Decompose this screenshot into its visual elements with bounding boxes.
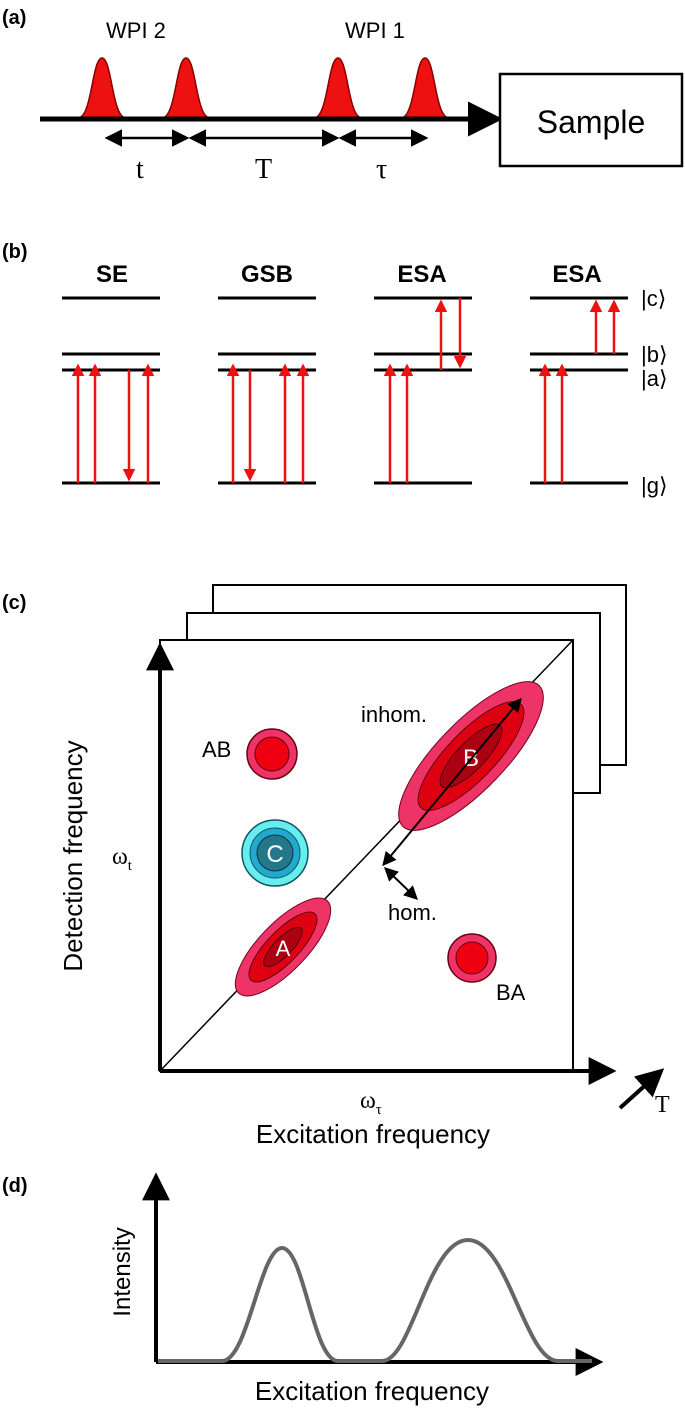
intensity-label: Intensity	[109, 1227, 136, 1316]
interval-T-label: T	[255, 154, 272, 185]
level-c-label: |c⟩	[641, 286, 666, 311]
gsb-arrows	[226, 363, 310, 483]
panel-a: (a) WPI 2 WPI 1 t T τ Sample	[2, 7, 684, 185]
hom-arrow	[383, 867, 419, 900]
t-axis-label: T	[655, 1092, 670, 1118]
wpi2-label: WPI 2	[106, 18, 166, 43]
diagram-title-se: SE	[96, 261, 128, 288]
peak-a	[234, 897, 332, 997]
pulse-2	[161, 57, 211, 119]
stack-frame-back-side	[600, 585, 626, 765]
hom-label: hom.	[388, 900, 437, 925]
peak-c-label: C	[266, 841, 283, 868]
se-arrows	[71, 363, 155, 483]
omega-tau-label: ωτ	[360, 1088, 382, 1118]
interval-tau-label: τ	[376, 154, 387, 185]
panel-c: (c) A B C	[2, 584, 670, 1149]
inhom-label: inhom.	[361, 702, 427, 727]
interval-t-label: t	[136, 154, 144, 185]
detection-frequency-label: Detection frequency	[58, 740, 88, 971]
panel-d: (d) Intensity Excitation frequency	[2, 1172, 604, 1406]
pulse-1	[77, 57, 127, 119]
excitation-frequency-label-d: Excitation frequency	[255, 1376, 489, 1406]
inhom-arrow	[382, 697, 522, 867]
cross-peak-ab	[246, 728, 298, 780]
panel-b: (b) SE GSB ESA ESA	[2, 241, 668, 498]
level-a-label: |a⟩	[641, 366, 668, 391]
t-axis-arrow	[618, 1068, 665, 1110]
sample-box	[498, 72, 684, 168]
cross-peak-ba-label: BA	[496, 980, 526, 1005]
cross-peak-ab-label: AB	[202, 737, 231, 762]
spectrum-curve	[158, 1238, 592, 1363]
peak-c	[241, 819, 309, 887]
wpi1-label: WPI 1	[345, 18, 405, 43]
gsb-diagram	[218, 296, 316, 485]
esa-1-diagram	[374, 296, 472, 485]
level-b-label: |b⟩	[641, 342, 668, 367]
stack-frame-back-edge	[213, 584, 627, 766]
panel-d-label: (d)	[2, 1175, 28, 1197]
peak-a-label: A	[276, 936, 291, 961]
panel-c-label: (c)	[2, 592, 26, 614]
excitation-frequency-label-c: Excitation frequency	[256, 1119, 490, 1149]
pulse-4	[400, 57, 450, 119]
sample-label: Sample	[537, 104, 646, 140]
panel-a-label: (a)	[2, 7, 26, 29]
diagram-title-esa-1: ESA	[397, 261, 446, 288]
esa-1-arrows	[383, 298, 467, 483]
diagram-title-esa-2: ESA	[552, 261, 601, 288]
panel-b-label: (b)	[2, 241, 28, 263]
se-diagram	[62, 296, 160, 485]
diagram-title-gsb: GSB	[241, 261, 293, 288]
level-g-label: |g⟩	[641, 473, 668, 498]
pulse-3	[313, 57, 363, 119]
omega-t-label: ωt	[112, 844, 133, 874]
cross-peak-ba	[447, 933, 497, 983]
esa-2-arrows	[538, 299, 621, 483]
